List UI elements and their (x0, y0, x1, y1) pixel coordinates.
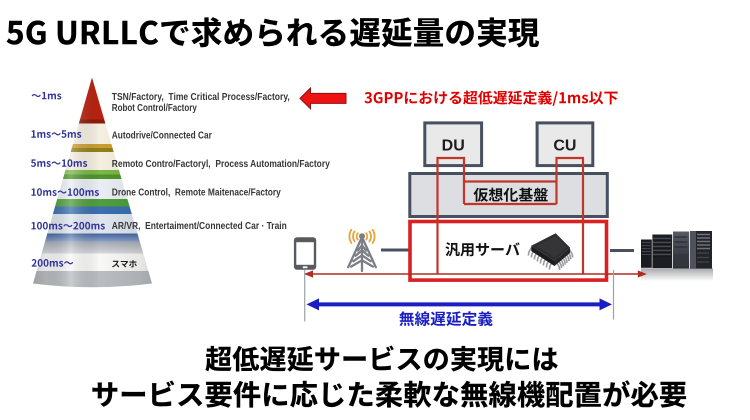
svg-text:TSN/Factory, Time Critical Pr: TSN/Factory, Time Critical Process/Facto… (112, 92, 290, 103)
svg-text:Drone Control, Remote Maitena: Drone Control, Remote Maitenace/Factory (112, 187, 281, 198)
svg-text:AR/VR, Entertaiment/Connected: AR/VR, Entertaiment/Connected Car · Trai… (112, 221, 287, 232)
svg-text:CU: CU (553, 137, 576, 154)
svg-text:Robot Control/Factory: Robot Control/Factory (112, 103, 197, 114)
svg-text:Remoto Contro/Factoryl, Proce: Remoto Contro/Factoryl, Process Automati… (112, 159, 330, 170)
svg-text:DU: DU (442, 137, 465, 154)
svg-text:Autodrive/Connected Car: Autodrive/Connected Car (112, 131, 212, 142)
